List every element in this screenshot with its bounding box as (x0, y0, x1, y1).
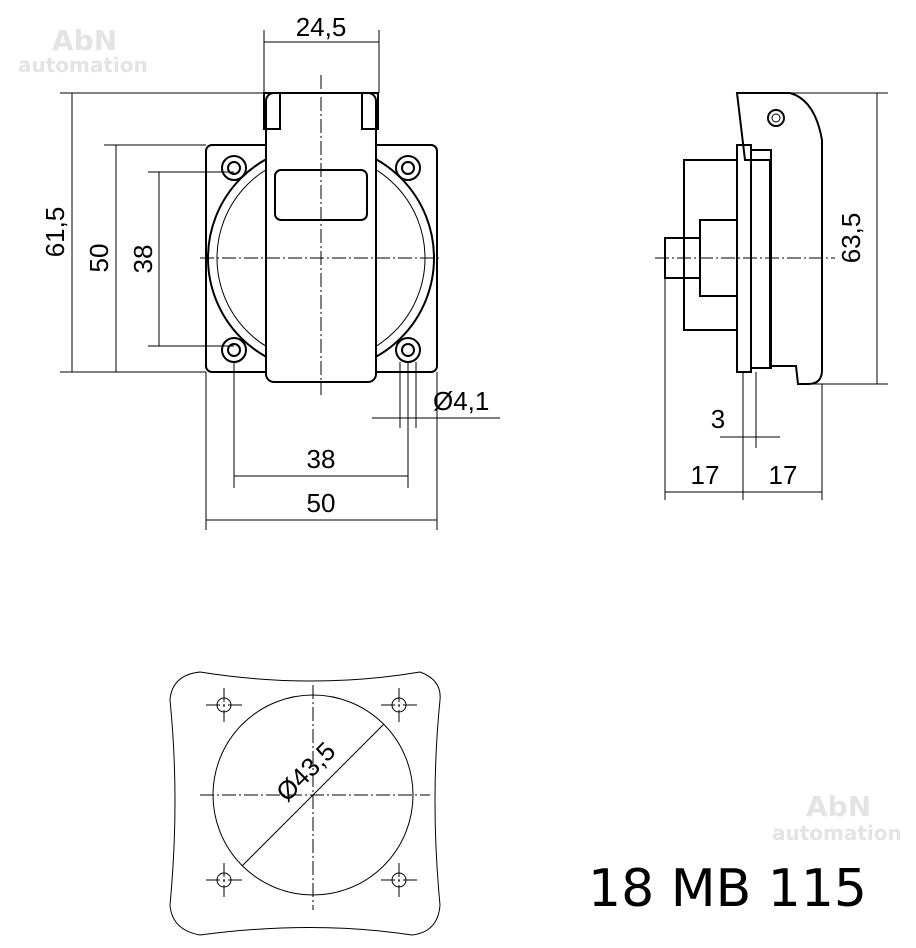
dim-hole-spacing-v: 38 (128, 245, 158, 274)
watermark-brand-2: AbN (806, 790, 871, 823)
model-number: 18 MB 115 (588, 859, 867, 919)
dim-lid-width: 24,5 (296, 12, 347, 42)
cutout-holes (206, 688, 417, 897)
dim-depth-rear: 17 (691, 460, 720, 490)
dim-cutout-diameter: Ø43,5 (270, 736, 341, 807)
dim-hole-diameter: Ø4,1 (433, 386, 489, 416)
dim-side-height: 63,5 (836, 213, 866, 264)
dim-flange-width: 50 (307, 488, 336, 518)
dim-hole-spacing-h: 38 (307, 444, 336, 474)
cutout-view: Ø43,5 (169, 671, 441, 936)
front-view: 24,5 61,5 50 38 38 50 Ø4,1 (40, 12, 500, 530)
lid-profile (735, 92, 823, 385)
watermark-sub-2: automation (772, 821, 902, 845)
cutout-outline (169, 671, 441, 936)
watermark-sub: automation (18, 53, 148, 77)
dim-flange-thickness: 3 (711, 404, 725, 434)
dim-depth-front: 17 (769, 460, 798, 490)
side-view: 63,5 3 17 17 (655, 92, 888, 500)
watermark-brand: AbN (52, 24, 117, 57)
dim-total-height: 61,5 (40, 207, 70, 258)
dim-flange-height: 50 (84, 244, 114, 273)
